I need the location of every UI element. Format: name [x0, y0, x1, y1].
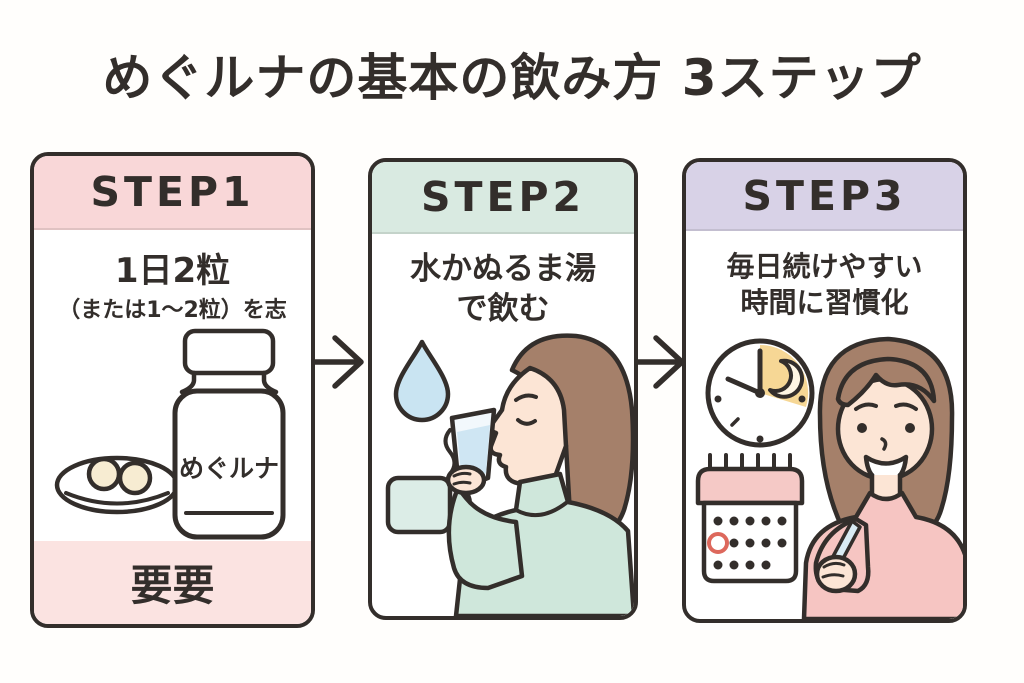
hair — [509, 333, 634, 537]
smiling-mouth — [863, 454, 909, 486]
eyebrows — [854, 402, 918, 411]
eye — [857, 423, 867, 433]
woman-with-pen — [801, 336, 963, 619]
glass-of-water — [449, 407, 497, 485]
binder-rings — [708, 453, 792, 475]
calendar-dates — [713, 516, 787, 570]
arm-sleeve — [813, 516, 871, 594]
step1-footer: 要要 — [34, 541, 311, 624]
step3-illustration — [686, 329, 963, 619]
step3-text: 毎日続けやすい 時間に習慣化 — [686, 249, 963, 321]
step3-label: STEP3 — [742, 171, 907, 220]
step3-panel: STEP3 毎日続けやすい 時間に習慣化 — [682, 158, 967, 623]
step2-line1: 水かぬるま湯 — [410, 251, 596, 287]
evening-wedge — [760, 344, 809, 407]
arm-sleeve — [446, 485, 525, 591]
step2-label: STEP2 — [420, 173, 586, 221]
sweater — [801, 490, 963, 619]
step3-header: STEP3 — [686, 162, 963, 231]
crescent-moon-icon — [768, 358, 805, 399]
step2-line2: で飲む — [456, 290, 550, 327]
arrow-right-icon — [313, 335, 364, 389]
collar-line — [514, 501, 568, 518]
step1-illustration: めぐルナ — [34, 327, 311, 541]
teacup-icon — [385, 475, 472, 535]
woman-drinking — [445, 333, 634, 616]
pill — [86, 456, 122, 492]
step2-header: STEP2 — [372, 162, 634, 234]
closed-eye — [516, 418, 537, 426]
step2-text: 水かぬるま湯 で飲む — [372, 250, 634, 329]
eyebrow — [514, 393, 538, 402]
habit-illustration — [695, 336, 963, 619]
hair — [817, 336, 955, 533]
step1-text: 1日2粒 （または1～2粒）を志 — [34, 250, 311, 325]
step2-illustration — [372, 326, 634, 616]
page-title: めぐルナの基本の飲み方 3ステップ — [102, 49, 922, 107]
bottle-and-plate-illustration: めぐルナ — [54, 328, 286, 540]
clock-icon — [705, 338, 815, 448]
plate-with-pills — [54, 455, 180, 515]
face — [488, 365, 569, 488]
calendar-header — [695, 466, 805, 506]
bottle-label: めぐルナ — [179, 454, 279, 483]
water-in-glass — [457, 425, 490, 476]
step3-line2: 時間に習慣化 — [740, 285, 909, 319]
hand — [814, 554, 858, 594]
step1-header: STEP1 — [34, 156, 311, 230]
step1-footer-text: 要要 — [130, 561, 215, 610]
water-drop-icon — [393, 339, 451, 423]
woman-drinking-illustration — [385, 333, 634, 616]
calendar-marked-date — [707, 532, 729, 554]
neck — [869, 472, 903, 502]
step1-panel: STEP1 1日2粒 （または1～2粒）を志 — [30, 152, 315, 628]
step2-panel: STEP2 水かぬるま湯 で飲む — [368, 158, 638, 620]
hour-hand — [725, 376, 763, 396]
supplement-bottle — [172, 328, 286, 540]
step1-line2: （または1～2粒）を志 — [58, 297, 287, 323]
hand — [445, 464, 487, 496]
step1-label: STEP1 — [90, 168, 255, 216]
steam-icon — [443, 424, 477, 476]
calendar-icon — [695, 453, 805, 584]
step3-line1: 毎日続けやすい — [726, 250, 923, 283]
eye — [905, 423, 915, 433]
face — [835, 376, 935, 482]
finger-lines — [452, 471, 472, 486]
pen — [820, 519, 862, 585]
step1-line1: 1日2粒 — [114, 251, 231, 291]
finger-lines — [821, 561, 846, 579]
arrow-right-icon — [634, 335, 685, 389]
calendar-body — [701, 500, 799, 584]
pill — [117, 460, 153, 496]
sweater — [453, 471, 634, 616]
bangs — [835, 356, 937, 408]
nose — [880, 437, 888, 451]
